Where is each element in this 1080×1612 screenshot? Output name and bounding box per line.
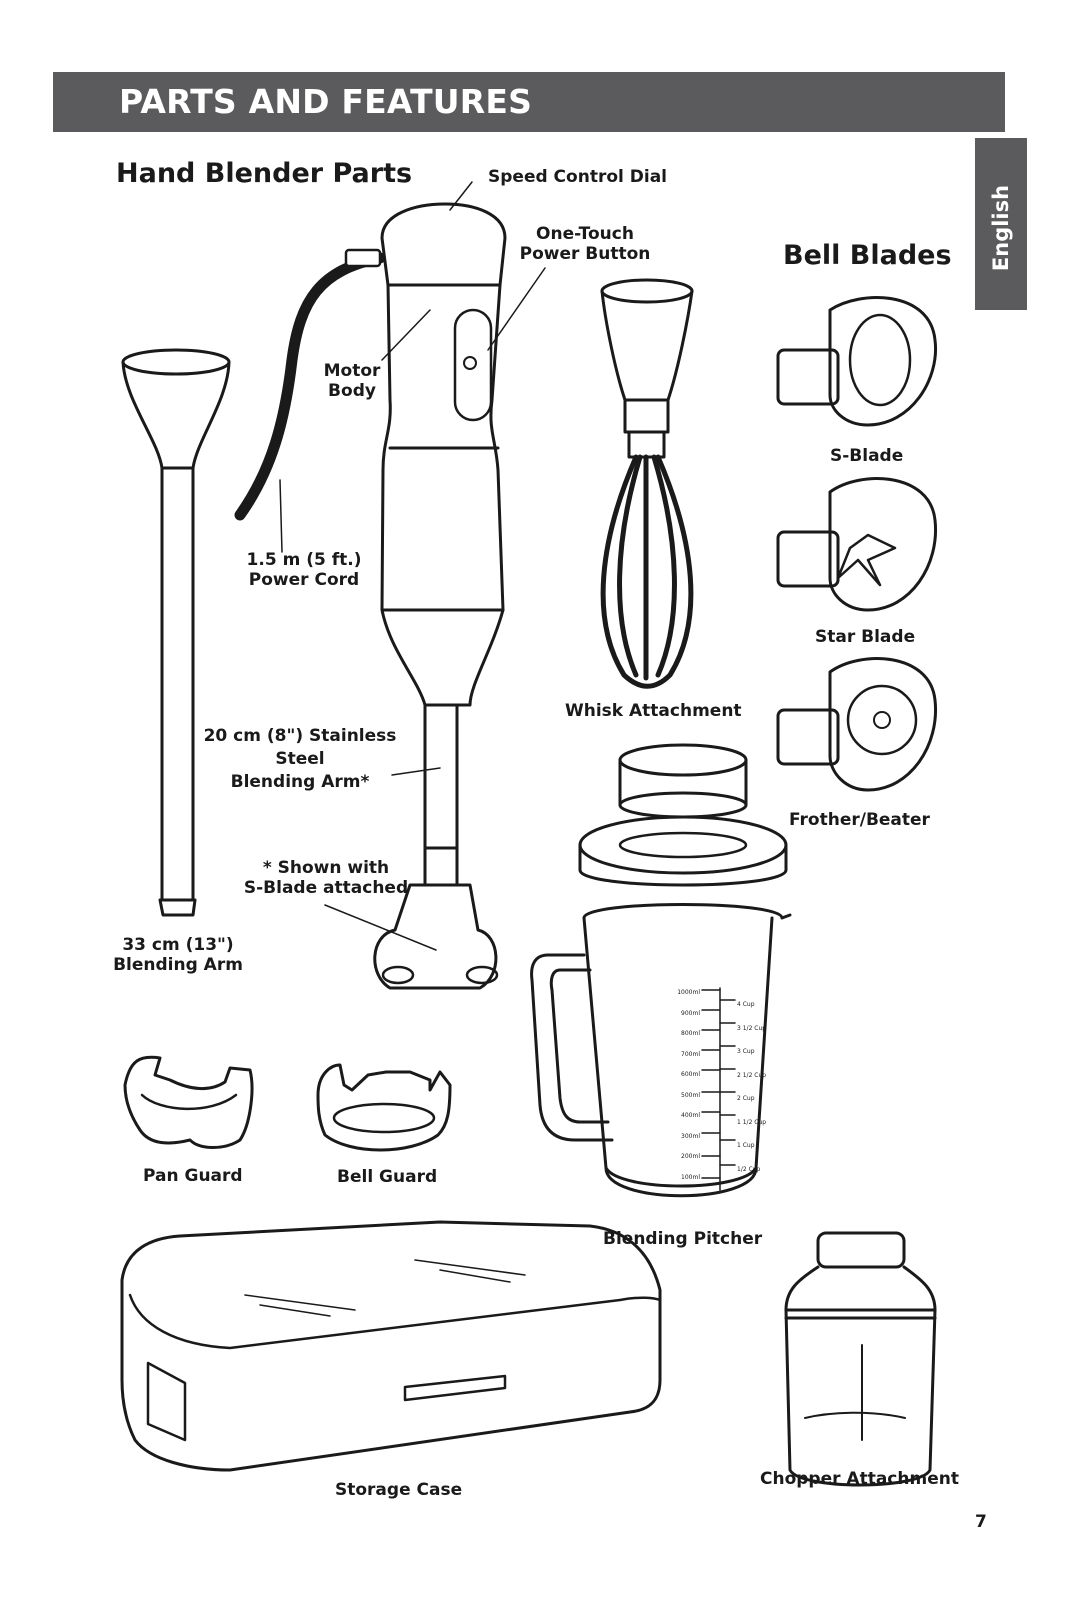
- page-number: 7: [975, 1512, 987, 1532]
- pitcher-ml-marks: 1000ml 900ml 800ml 700ml 600ml 500ml 400…: [650, 983, 700, 1188]
- chopper-illustration: [786, 1233, 935, 1485]
- label-storage-case: Storage Case: [335, 1480, 463, 1500]
- label-chopper-attachment: Chopper Attachment: [760, 1469, 959, 1489]
- pitcher-ml-mark: 700ml: [681, 1050, 700, 1058]
- section-title-hand-blender-parts: Hand Blender Parts: [116, 158, 413, 189]
- star-blade-illustration: [778, 479, 936, 610]
- label-shown-with-s-blade: * Shown with S-Blade attached: [244, 858, 408, 898]
- pitcher-ml-mark: 1000ml: [677, 989, 700, 996]
- label-arm20-line3: Blending Arm*: [230, 772, 370, 792]
- pan-guard-illustration: [125, 1057, 252, 1147]
- pitcher-cup-mark: 1 Cup: [737, 1142, 755, 1149]
- label-speed-control-dial: Speed Control Dial: [488, 167, 667, 187]
- pitcher-ml-mark: 100ml: [681, 1173, 700, 1181]
- label-bell-guard: Bell Guard: [337, 1167, 438, 1187]
- pitcher-cup-mark: 1 1/2 Cup: [737, 1118, 767, 1126]
- pitcher-ml-mark: 400ml: [681, 1112, 700, 1119]
- label-cord-line2: Power Cord: [248, 570, 360, 590]
- pitcher-ml-mark: 500ml: [681, 1091, 700, 1099]
- whisk-illustration: [602, 280, 692, 686]
- pitcher-cup-marks: 4 Cup 3 1/2 Cup 3 Cup 2 1/2 Cup 2 Cup 1 …: [737, 993, 777, 1181]
- bell-guard-illustration: [318, 1065, 450, 1150]
- label-cord-line1: 1.5 m (5 ft.): [246, 550, 362, 570]
- label-arm33-line1: 33 cm (13"): [122, 935, 234, 955]
- leader-lines: [280, 182, 545, 950]
- pitcher-ml-mark: 200ml: [681, 1153, 700, 1160]
- page-title: PARTS AND FEATURES: [119, 82, 533, 121]
- storage-case-illustration: [122, 1222, 660, 1470]
- label-one-touch-line2: Power Button: [519, 244, 651, 264]
- blending-arm-33cm-illustration: [123, 350, 229, 915]
- pitcher-ml-mark: 600ml: [681, 1071, 700, 1078]
- language-tab[interactable]: English: [975, 138, 1027, 310]
- label-33cm-blending-arm: 33 cm (13") Blending Arm: [113, 935, 243, 975]
- label-motor-body: Motor Body: [324, 361, 381, 401]
- blending-pitcher-illustration: [532, 745, 790, 1196]
- pitcher-scale: [702, 988, 735, 1190]
- header-bar: PARTS AND FEATURES: [53, 72, 1005, 132]
- label-motor-line2: Body: [328, 381, 376, 401]
- label-shown-line1: * Shown with: [262, 858, 390, 878]
- pitcher-ml-mark: 300ml: [681, 1132, 700, 1140]
- label-pan-guard: Pan Guard: [143, 1166, 243, 1186]
- hand-blender-illustration: [375, 204, 505, 988]
- label-one-touch-power-button: One-Touch Power Button: [520, 224, 651, 264]
- section-title-bell-blades: Bell Blades: [783, 240, 952, 271]
- label-star-blade: Star Blade: [815, 627, 916, 647]
- label-frother-beater: Frother/Beater: [789, 810, 930, 830]
- label-blending-pitcher: Blending Pitcher: [603, 1229, 763, 1249]
- label-arm33-line2: Blending Arm: [113, 955, 243, 975]
- label-whisk-attachment: Whisk Attachment: [565, 701, 742, 721]
- pitcher-cup-mark: 1/2 Cup: [737, 1165, 761, 1173]
- label-shown-line2: S-Blade attached: [243, 878, 409, 898]
- label-s-blade: S-Blade: [830, 446, 904, 466]
- pitcher-ml-mark: 800ml: [681, 1030, 700, 1037]
- power-cord-illustration: [240, 258, 380, 515]
- label-motor-line1: Motor: [323, 361, 381, 381]
- label-20cm-blending-arm: 20 cm (8") Stainless Steel Blending Arm*: [204, 725, 397, 794]
- label-one-touch-line1: One-Touch: [536, 224, 634, 244]
- pitcher-cup-mark: 3 1/2 Cup: [737, 1024, 767, 1032]
- label-power-cord: 1.5 m (5 ft.) Power Cord: [247, 550, 362, 590]
- frother-illustration: [778, 659, 936, 790]
- pitcher-ml-mark: 900ml: [681, 1009, 700, 1017]
- label-arm20-line2: Steel: [275, 749, 325, 769]
- pitcher-cup-mark: 4 Cup: [737, 1001, 755, 1008]
- label-arm20-line1: 20 cm (8") Stainless: [203, 726, 397, 746]
- pitcher-cup-mark: 2 Cup: [737, 1095, 755, 1102]
- pitcher-cup-mark: 2 1/2 Cup: [737, 1071, 767, 1079]
- pitcher-cup-mark: 3 Cup: [737, 1048, 755, 1055]
- s-blade-illustration: [778, 298, 936, 425]
